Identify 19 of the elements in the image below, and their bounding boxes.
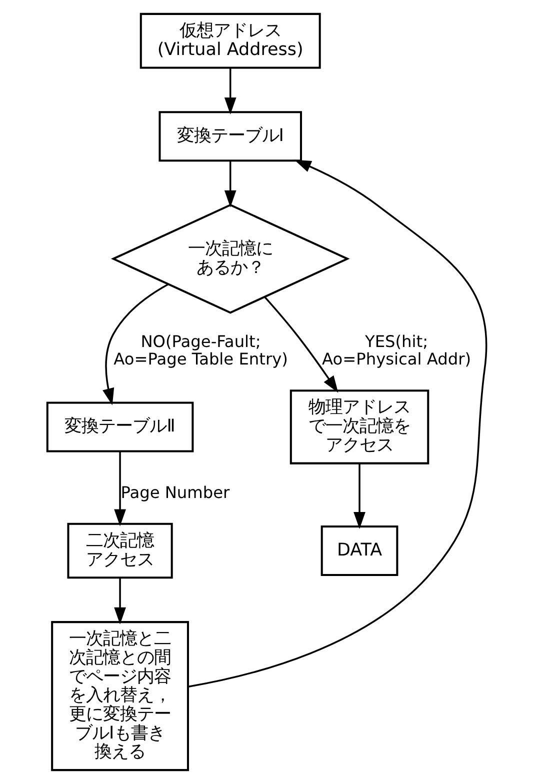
node-box: 変換テーブルⅠ (158, 111, 302, 162)
arrow (224, 160, 236, 208)
node-box: 二次記憶アクセス (66, 522, 172, 579)
node-diamond: 一次記憶にあるか？ (110, 204, 350, 314)
arrow (188, 160, 487, 688)
arrow (224, 68, 236, 114)
edge-label: NO(Page-Fault; Ao=Page Table Entry) (113, 332, 288, 369)
node-box: DATA (320, 526, 398, 576)
arrow (264, 296, 338, 393)
arrow (114, 578, 126, 624)
node-box: 一次記憶と二次記憶との間でページ内容を入れ替え，更に変換テーブルⅠも書き換える (50, 621, 188, 772)
node-box: 仮想アドレス (Virtual Address) (139, 12, 320, 69)
arrow (114, 452, 126, 526)
node-box: 物理アドレスで一次記憶をアクセス (289, 390, 429, 464)
arrow (353, 463, 365, 529)
edge-label: YES(hit; Ao=Physical Addr) (322, 332, 471, 369)
node-box: 変換テーブルⅡ (46, 402, 194, 452)
edge-label: Page Number (120, 482, 230, 502)
arrow (102, 284, 168, 406)
